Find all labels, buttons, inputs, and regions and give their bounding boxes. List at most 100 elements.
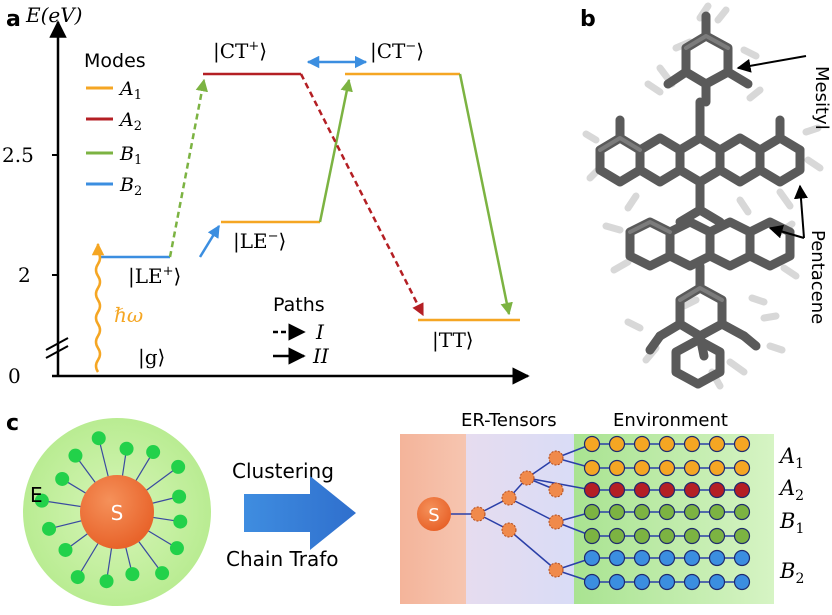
- chain-site: [633, 459, 651, 477]
- environment-site: [58, 542, 73, 557]
- environment-site: [68, 448, 83, 463]
- transition-le-plus-le-minus: [198, 224, 221, 258]
- path-ii: II: [312, 344, 330, 368]
- system-node-chain: [417, 497, 451, 531]
- transform-arrow: [244, 476, 356, 550]
- annotation-pentacene: Pentacene: [807, 230, 828, 324]
- paths-title: Paths: [273, 294, 325, 316]
- chain-site: [683, 481, 701, 499]
- chain-site: [733, 573, 751, 591]
- chain-site: [658, 435, 676, 453]
- er-tensor-node: [501, 522, 517, 538]
- er-tensor-node: [548, 482, 564, 498]
- chain-site: [658, 481, 676, 499]
- annotation-mesityl: Mesityl: [811, 66, 832, 130]
- pentacene-arrow-2: [768, 224, 805, 239]
- chain-site: [583, 527, 601, 545]
- environment-site: [119, 441, 134, 456]
- environment-site: [155, 566, 170, 581]
- tick-2: 2: [18, 263, 31, 287]
- molecule-image: [582, 2, 824, 390]
- chain-site: [583, 459, 601, 477]
- chain-site: [683, 459, 701, 477]
- label-le-minus: |LE−⟩: [233, 229, 286, 254]
- chain-site: [608, 549, 626, 567]
- er-tensors-title: ER-Tensors: [461, 410, 557, 431]
- energy-axis-label: E(eV): [25, 3, 82, 27]
- chain-site: [708, 503, 726, 521]
- pentacene-arrow-1: [793, 184, 808, 239]
- chain-site: [583, 549, 601, 567]
- environment-site: [42, 521, 57, 536]
- chain-site: [708, 549, 726, 567]
- chain-site: [708, 435, 726, 453]
- chain-site: [733, 459, 751, 477]
- environment-site: [70, 570, 85, 585]
- label-le-plus: |LE+⟩: [128, 264, 181, 289]
- panel-b-label: b: [580, 7, 596, 32]
- chain-site: [608, 573, 626, 591]
- chain-site: [733, 503, 751, 521]
- panel-a-label: a: [6, 7, 21, 32]
- environment-site: [91, 431, 106, 446]
- chain-site: [633, 481, 651, 499]
- chain-site: [733, 549, 751, 567]
- arrow-label-top: Clustering: [232, 459, 334, 483]
- path-i: I: [315, 320, 325, 344]
- photon-arrow: [91, 242, 105, 373]
- label-photon: ℏω: [114, 303, 143, 327]
- mesityl-arrow: [736, 55, 807, 73]
- system-label: S: [111, 501, 124, 525]
- er-tensor-node: [470, 506, 486, 522]
- chain-site: [583, 435, 601, 453]
- chain-site: [733, 481, 751, 499]
- chain-site: [608, 503, 626, 521]
- legend-a1: A1: [118, 78, 142, 103]
- environment-site: [172, 489, 187, 504]
- chain-site: [708, 481, 726, 499]
- er-tensor-node: [501, 490, 517, 506]
- legend-title: Modes: [84, 50, 146, 72]
- environment-title: Environment: [613, 410, 728, 431]
- er-tensor-node: [519, 470, 535, 486]
- legend-b2: B2: [119, 174, 142, 199]
- system-label-chain: S: [428, 505, 439, 526]
- legend: A1 A2 B1 B2: [86, 78, 142, 199]
- axis-break: [45, 337, 69, 351]
- environment-site: [171, 459, 186, 474]
- transitions: [91, 55, 513, 373]
- energy-levels: [100, 70, 520, 324]
- chain-label-a2: A2: [778, 476, 804, 504]
- legend-a2: A2: [118, 109, 142, 134]
- arrow-label-bottom: Chain Trafo: [226, 547, 339, 571]
- chain-site: [658, 549, 676, 567]
- chain-label-b1: B1: [779, 509, 804, 537]
- panel-a: a 0 2 2.5 E(eV) Modes A1 A2 B1 B2: [2, 3, 530, 388]
- chain-site: [633, 527, 651, 545]
- chain-site: [608, 459, 626, 477]
- chain-site: [658, 503, 676, 521]
- environment-site: [169, 541, 184, 556]
- environment-site: [146, 445, 161, 460]
- chain-label-b2: B2: [779, 559, 804, 587]
- label-tt: |TT⟩: [432, 328, 474, 353]
- chain-site: [583, 481, 601, 499]
- tick-2-5: 2.5: [2, 143, 34, 167]
- chain-site: [633, 573, 651, 591]
- system-node: [80, 475, 154, 549]
- chain-site: [583, 573, 601, 591]
- chain-site: [683, 527, 701, 545]
- tick-0: 0: [8, 364, 21, 388]
- chain-site: [733, 527, 751, 545]
- panel-c: c S E Clustering Chain Trafo ER-Tensors …: [6, 410, 804, 606]
- transition-ct-plus-tt: [299, 73, 425, 317]
- environment-chains: [583, 435, 751, 591]
- chain-site: [708, 527, 726, 545]
- transition-ct-minus-tt: [458, 73, 513, 316]
- environment-site: [99, 574, 114, 589]
- environment-site: [55, 471, 70, 486]
- er-tensor-node: [548, 562, 564, 578]
- environment-label: E: [30, 483, 43, 507]
- panel-c-label: c: [6, 411, 19, 436]
